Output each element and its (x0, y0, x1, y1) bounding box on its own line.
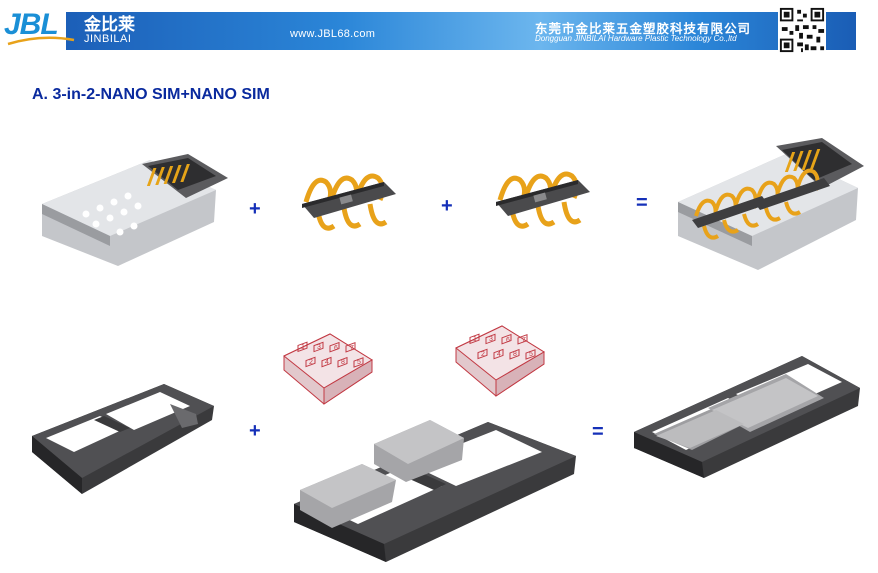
jbl-logo: JBL (4, 6, 76, 50)
sim-connector-metal-housing (42, 154, 228, 266)
sim-contact-label: 5 (357, 359, 361, 366)
sim-contact-label: 2 (309, 359, 313, 366)
sim-contact-label: 7 (350, 345, 354, 352)
equals-operator: = (592, 421, 604, 443)
company-name-en: Dongguan JINBILAI Hardware Plastic Techn… (535, 34, 737, 43)
sim-contact-label: 6 (334, 345, 338, 352)
nano-sim-card-2: 1 3 6 7 2 4 8 5 (455, 325, 545, 397)
sim-contact-label: 3 (317, 344, 321, 351)
section-title: A. 3-in-2-NANO SIM+NANO SIM (32, 86, 270, 103)
brand-name-en: JINBILAI (84, 33, 132, 45)
equals-operator: = (636, 192, 648, 214)
sim-contact-label: 6 (506, 337, 510, 344)
sim-tray-with-cards-assembled (634, 356, 860, 478)
page-header: JBL 金比莱 JINBILAI www.JBL68.com 东莞市金比莱五金塑… (0, 0, 878, 58)
spring-contact-2 (496, 171, 590, 229)
empty-sim-tray (32, 384, 214, 494)
spring-contact-1 (302, 173, 396, 231)
website-url[interactable]: www.JBL68.com (290, 28, 376, 40)
nano-sim-card-1: 1 3 6 7 2 4 8 5 (283, 333, 373, 405)
company-name-cn: 东莞市金比莱五金塑胶科技有限公司 (535, 22, 752, 36)
header-banner (66, 12, 856, 50)
sim-contact-label: 3 (489, 336, 493, 343)
brand-name-cn: 金比莱 (84, 15, 135, 34)
sim-contact-label: 7 (522, 337, 526, 344)
plus-operator: + (249, 420, 261, 442)
plus-operator: + (249, 198, 261, 220)
sim-tray-with-cards-exploded (294, 420, 576, 562)
sim-contact-label: 4 (497, 351, 501, 358)
plus-operator: + (441, 195, 453, 217)
sim-contact-label: 4 (325, 359, 329, 366)
sim-contact-label: 1 (301, 344, 305, 351)
logo-swoosh-icon (7, 36, 75, 46)
logo-text: JBL (4, 8, 59, 41)
sim-contact-label: 1 (473, 336, 477, 343)
sim-contact-label: 5 (529, 351, 533, 358)
assembled-sim-connector (678, 138, 864, 270)
sim-contact-label: 8 (513, 351, 517, 358)
qr-code-icon (778, 6, 826, 54)
sim-contact-label: 8 (341, 359, 345, 366)
sim-contact-label: 2 (481, 351, 485, 358)
